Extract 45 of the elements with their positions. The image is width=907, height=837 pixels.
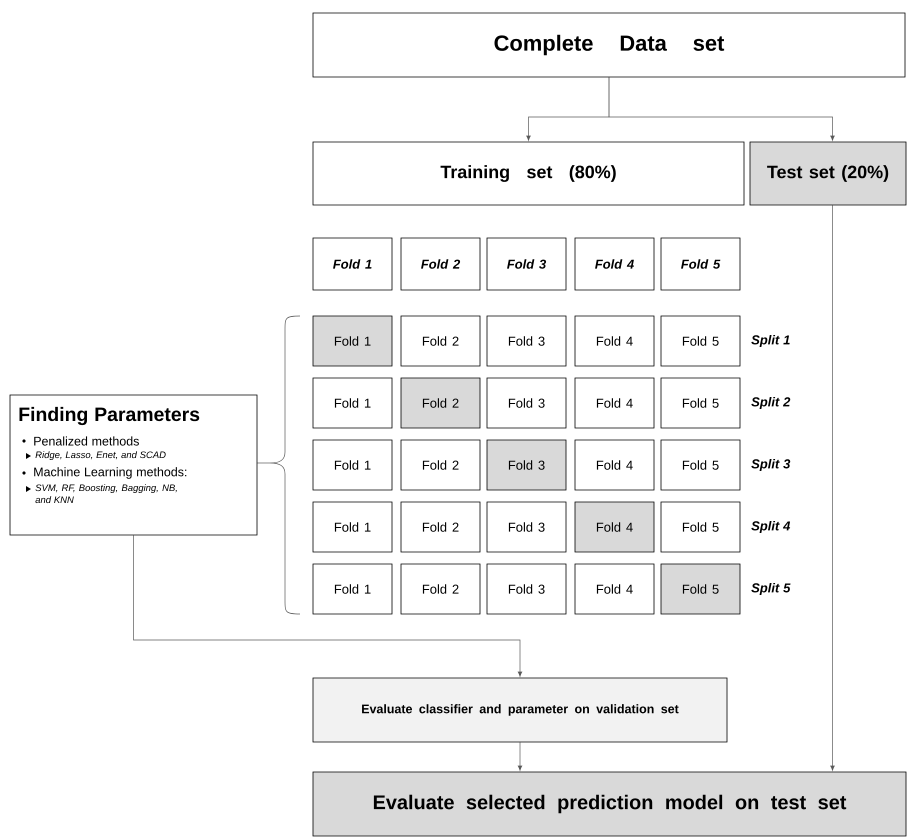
- process-box: Evaluate classifier and parameter on validation set: [312, 678, 728, 742]
- fold-box: Fold 2: [400, 238, 480, 290]
- fold-box: Fold 2: [400, 316, 480, 366]
- fold-box: Fold 1: [312, 502, 392, 552]
- fold-box: Fold 4: [574, 502, 654, 552]
- process-box: Evaluate selected prediction model on test set: [312, 772, 906, 836]
- fold-box: Fold 4: [574, 238, 654, 290]
- fold-box: Fold 4: [574, 440, 654, 490]
- fold-box: Fold 1: [312, 378, 392, 428]
- fold-box: Fold 5: [660, 440, 740, 490]
- split-label: Split 5: [751, 582, 790, 596]
- data-box: Training set (80%): [312, 142, 744, 206]
- fold-box: Fold 2: [400, 564, 480, 614]
- fold-box: Fold 2: [400, 378, 480, 428]
- parameter-box: Finding Parameters Penalized methods Ridge, Lasso, Enet, and SCAD Machine Learning methods: SVM, RF, Boosting, Bagging, NB, and KNN: [10, 394, 258, 536]
- fold-box: Fold 4: [574, 316, 654, 366]
- fold-box: Fold 1: [312, 316, 392, 366]
- fold-box: Fold 4: [574, 564, 654, 614]
- fold-box: Fold 2: [400, 440, 480, 490]
- fold-box: Fold 1: [312, 440, 392, 490]
- fold-box: Fold 5: [660, 564, 740, 614]
- fold-box: Fold 5: [660, 502, 740, 552]
- split-label: Split 2: [751, 396, 790, 410]
- fold-box: Fold 3: [486, 238, 566, 290]
- data-box: Complete Data set: [312, 12, 906, 78]
- split-label: Split 3: [751, 458, 790, 472]
- arrow: [133, 535, 522, 677]
- split-label: Split 4: [751, 520, 790, 534]
- fold-box: Fold 5: [660, 378, 740, 428]
- data-box: Test set (20%): [750, 142, 906, 206]
- arrow: [518, 742, 522, 771]
- fold-box: Fold 4: [574, 378, 654, 428]
- fold-box: Fold 3: [486, 316, 566, 366]
- fold-box: Fold 5: [660, 316, 740, 366]
- fold-box: Fold 3: [486, 378, 566, 428]
- fold-box: Fold 3: [486, 440, 566, 490]
- fold-box: Fold 5: [660, 238, 740, 290]
- fold-box: Fold 1: [312, 564, 392, 614]
- arrow: [830, 205, 835, 771]
- arrow: [608, 77, 835, 141]
- fold-box: Fold 3: [486, 564, 566, 614]
- split-label: Split 1: [751, 334, 790, 348]
- fold-box: Fold 1: [312, 238, 392, 290]
- fold-box: Fold 3: [486, 502, 566, 552]
- fold-box: Fold 2: [400, 502, 480, 552]
